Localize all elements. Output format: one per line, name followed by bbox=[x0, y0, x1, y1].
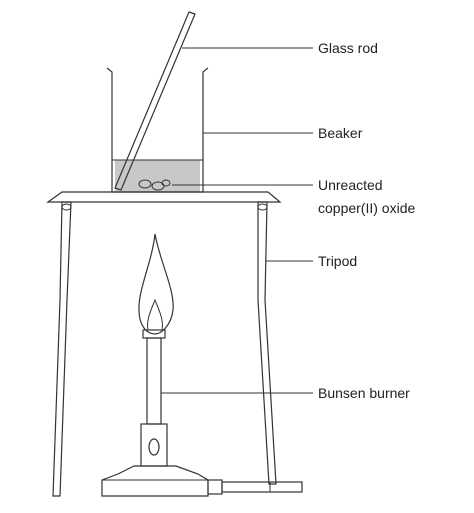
bunsen-burner bbox=[101, 233, 303, 497]
copper-oxide-solid bbox=[138, 179, 171, 191]
beaker-liquid bbox=[115, 160, 200, 192]
beaker bbox=[106, 67, 209, 193]
label-unreacted-line2: copper(II) oxide bbox=[318, 200, 415, 216]
label-tripod: Tripod bbox=[318, 253, 357, 269]
tripod bbox=[46, 191, 282, 497]
label-unreacted-line1: Unreacted bbox=[318, 177, 383, 193]
flame-outer bbox=[138, 233, 174, 335]
leader-lines bbox=[161, 47, 313, 394]
label-bunsen-burner: Bunsen burner bbox=[318, 385, 410, 401]
glass-rod bbox=[114, 11, 196, 191]
label-beaker: Beaker bbox=[318, 125, 363, 141]
labels: Glass rod Beaker Unreacted copper(II) ox… bbox=[318, 40, 415, 401]
flame-inner bbox=[147, 298, 163, 331]
label-glass-rod: Glass rod bbox=[318, 40, 378, 56]
